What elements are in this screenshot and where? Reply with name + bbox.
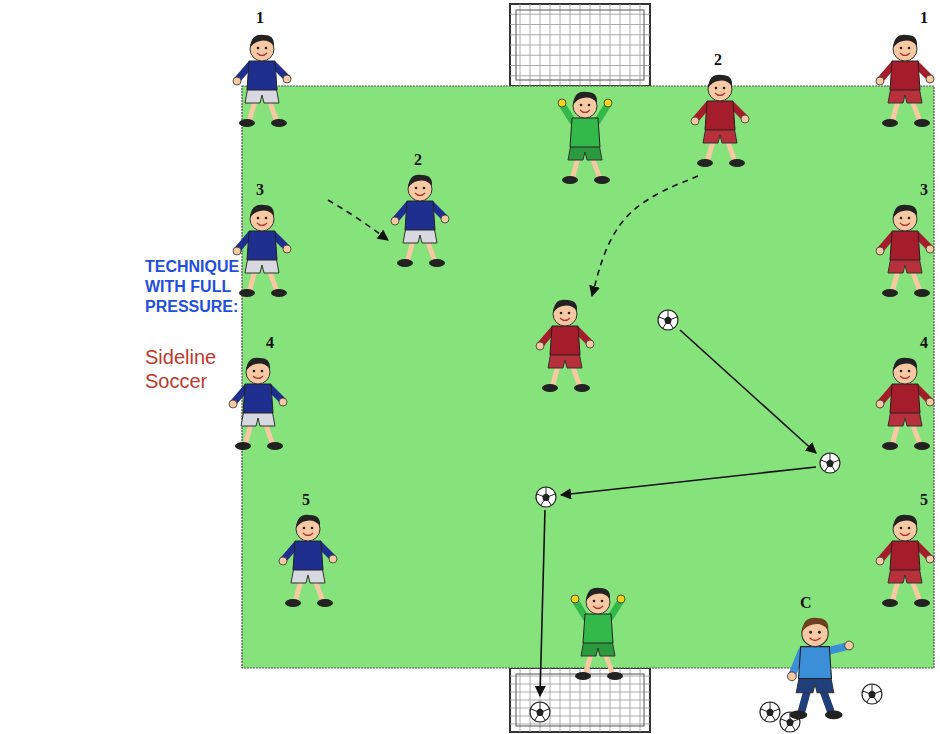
- drill-title: TECHNIQUE WITH FULL PRESSURE:: [145, 257, 239, 317]
- pass-arrow: [680, 330, 816, 453]
- callout-number: 2: [414, 152, 422, 168]
- soccer-ball: [760, 702, 780, 722]
- red-player: [876, 358, 934, 450]
- goal-net: [510, 4, 650, 86]
- callout-number: 1: [256, 10, 264, 26]
- red-player: [691, 75, 749, 167]
- callout-number: 5: [302, 492, 310, 508]
- goalkeeper: [558, 92, 612, 184]
- pass-arrow: [592, 176, 698, 296]
- pass-arrow: [540, 510, 545, 696]
- coach-figure: [788, 618, 854, 719]
- pass-arrow: [328, 200, 388, 240]
- blue-player: [233, 205, 291, 297]
- callout-number: 4: [920, 335, 928, 351]
- soccer-ball: [658, 310, 678, 330]
- callout-number: 5: [920, 492, 928, 508]
- pass-arrow: [561, 467, 816, 495]
- drill-name: Sideline Soccer: [145, 345, 216, 393]
- red-player: [876, 35, 934, 127]
- callout-number: 1: [920, 10, 928, 26]
- soccer-ball: [820, 453, 840, 473]
- goal-net: [510, 668, 650, 732]
- soccer-ball: [862, 684, 882, 704]
- blue-player: [391, 175, 449, 267]
- callout-number: 2: [714, 52, 722, 68]
- blue-player: [229, 358, 287, 450]
- soccer-ball: [530, 702, 550, 722]
- callout-number: 3: [920, 182, 928, 198]
- soccer-field: [242, 86, 934, 668]
- callout-number: C: [800, 595, 812, 611]
- soccer-ball: [536, 487, 556, 507]
- goalkeeper: [571, 588, 625, 680]
- movement-arrows: [328, 176, 816, 696]
- callout-number: 3: [256, 182, 264, 198]
- blue-player: [233, 35, 291, 127]
- callout-number: 4: [266, 335, 274, 351]
- red-player: [876, 515, 934, 607]
- blue-player: [279, 515, 337, 607]
- red-player: [876, 205, 934, 297]
- red-player: [536, 300, 594, 392]
